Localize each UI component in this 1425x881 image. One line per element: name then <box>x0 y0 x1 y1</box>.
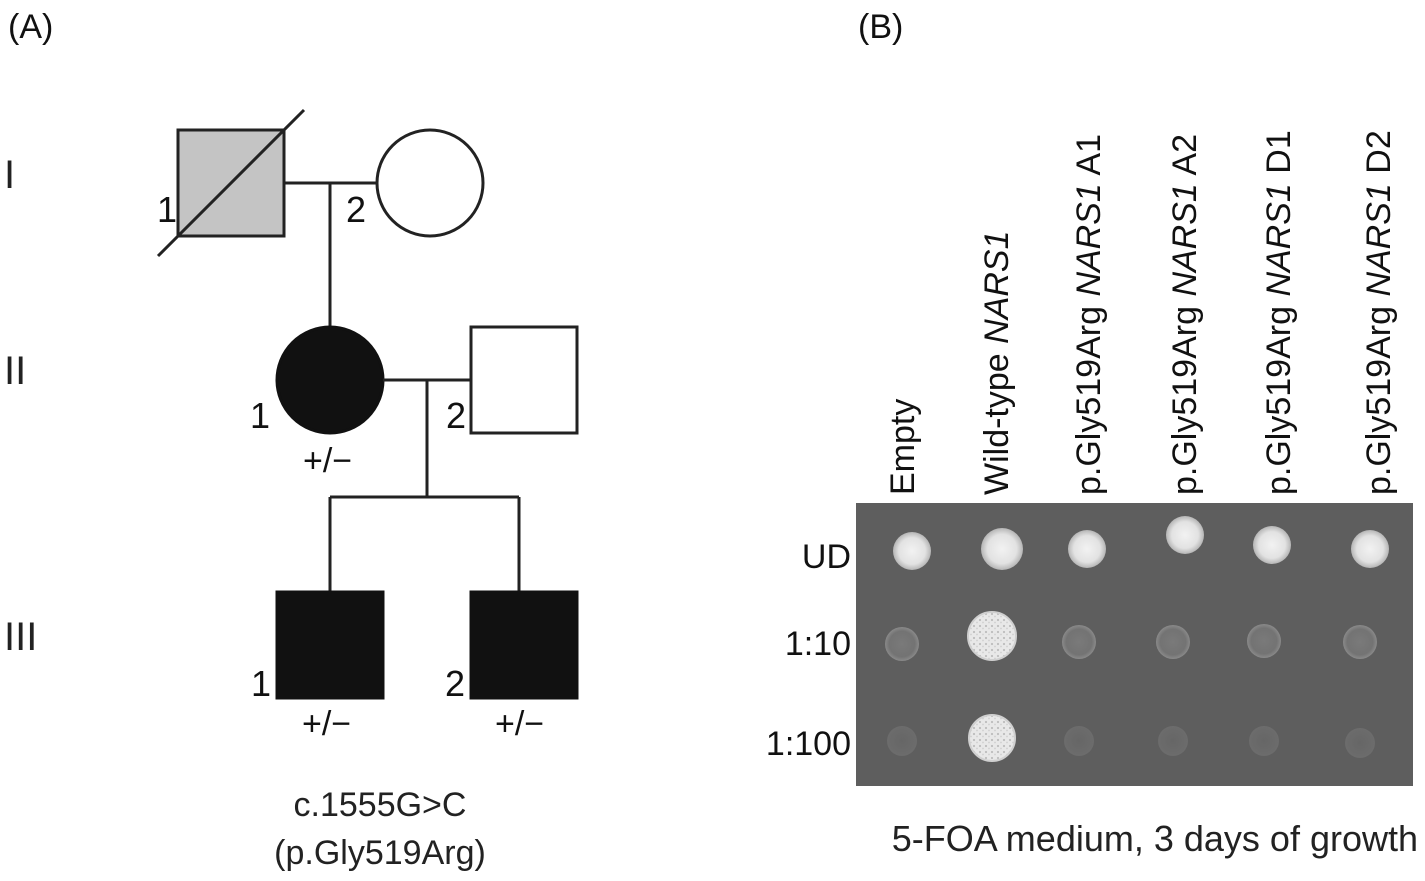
individual-number: 1 <box>250 395 270 436</box>
individual-number: 1 <box>157 189 177 230</box>
male-square-shape <box>469 325 579 435</box>
colony-spot <box>981 528 1023 570</box>
colony-spot <box>1068 530 1106 568</box>
deceased-slash <box>156 108 306 258</box>
colony-spot <box>1166 516 1204 554</box>
plate-caption: 5-FOA medium, 3 days of growth <box>892 818 1418 859</box>
panel-a-label: (A) <box>8 8 53 46</box>
colony-spot <box>1062 625 1096 659</box>
individual-i-1: 1 <box>156 108 306 258</box>
column-label-d1: p.Gly519Arg NARS1 D1 <box>1260 130 1298 495</box>
affected-male-square <box>275 590 385 700</box>
row-label-1-100: 1:100 <box>766 725 851 763</box>
female-circle-shape <box>375 128 485 238</box>
column-label-d2: p.Gly519Arg NARS1 D2 <box>1360 130 1398 495</box>
row-ud-colonies <box>893 516 1389 570</box>
individual-number: 2 <box>346 189 366 230</box>
individual-number: 2 <box>445 663 465 704</box>
colony-spot <box>1253 526 1291 564</box>
individual-iii-1: 1 +/− <box>251 590 385 743</box>
colony-spot <box>885 627 919 661</box>
panel-b-label: (B) <box>858 8 903 46</box>
row-1-100-colonies <box>887 714 1375 762</box>
colony-spot <box>893 532 931 570</box>
colony-spot <box>1249 726 1279 756</box>
individual-number: 1 <box>251 663 271 704</box>
column-label-a2: p.Gly519Arg NARS1 A2 <box>1166 134 1204 495</box>
colony-spot <box>1156 625 1190 659</box>
individual-number: 2 <box>446 395 466 436</box>
variant-protein-label: (p.Gly519Arg) <box>274 834 486 872</box>
colony-spot <box>1343 625 1377 659</box>
genotype-label: +/− <box>303 442 352 480</box>
generation-label-iii: III <box>4 615 37 659</box>
column-label-a1: p.Gly519Arg NARS1 A1 <box>1070 134 1108 495</box>
column-labels: Empty Wild-type NARS1 p.Gly519Arg NARS1 … <box>884 130 1398 495</box>
individual-ii-2: 2 <box>446 325 579 436</box>
colony-spot <box>967 611 1017 661</box>
generation-label-ii: II <box>4 349 26 393</box>
colony-spot <box>968 714 1016 762</box>
colony-spot <box>1351 530 1389 568</box>
individual-i-2: 2 <box>346 128 485 238</box>
genotype-label: +/− <box>495 705 544 743</box>
colony-spot <box>1064 726 1094 756</box>
colony-spot <box>1158 726 1188 756</box>
affected-female-circle <box>275 325 385 435</box>
row-label-1-10: 1:10 <box>785 625 851 663</box>
column-label-wild-type: Wild-type NARS1 <box>978 230 1016 495</box>
column-label-empty: Empty <box>884 399 922 495</box>
colony-spot <box>1247 624 1281 658</box>
affected-male-square <box>469 590 579 700</box>
individual-iii-2: 2 +/− <box>445 590 579 743</box>
colony-spot <box>887 726 917 756</box>
individual-ii-1: 1 +/− <box>250 325 385 480</box>
genotype-label: +/− <box>302 705 351 743</box>
generation-label-i: I <box>4 153 15 197</box>
row-1-10-colonies <box>885 611 1377 661</box>
colony-spot <box>1345 728 1375 758</box>
variant-cdna-label: c.1555G>C <box>294 786 467 824</box>
agar-plate <box>856 503 1413 786</box>
row-label-ud: UD <box>802 538 851 576</box>
